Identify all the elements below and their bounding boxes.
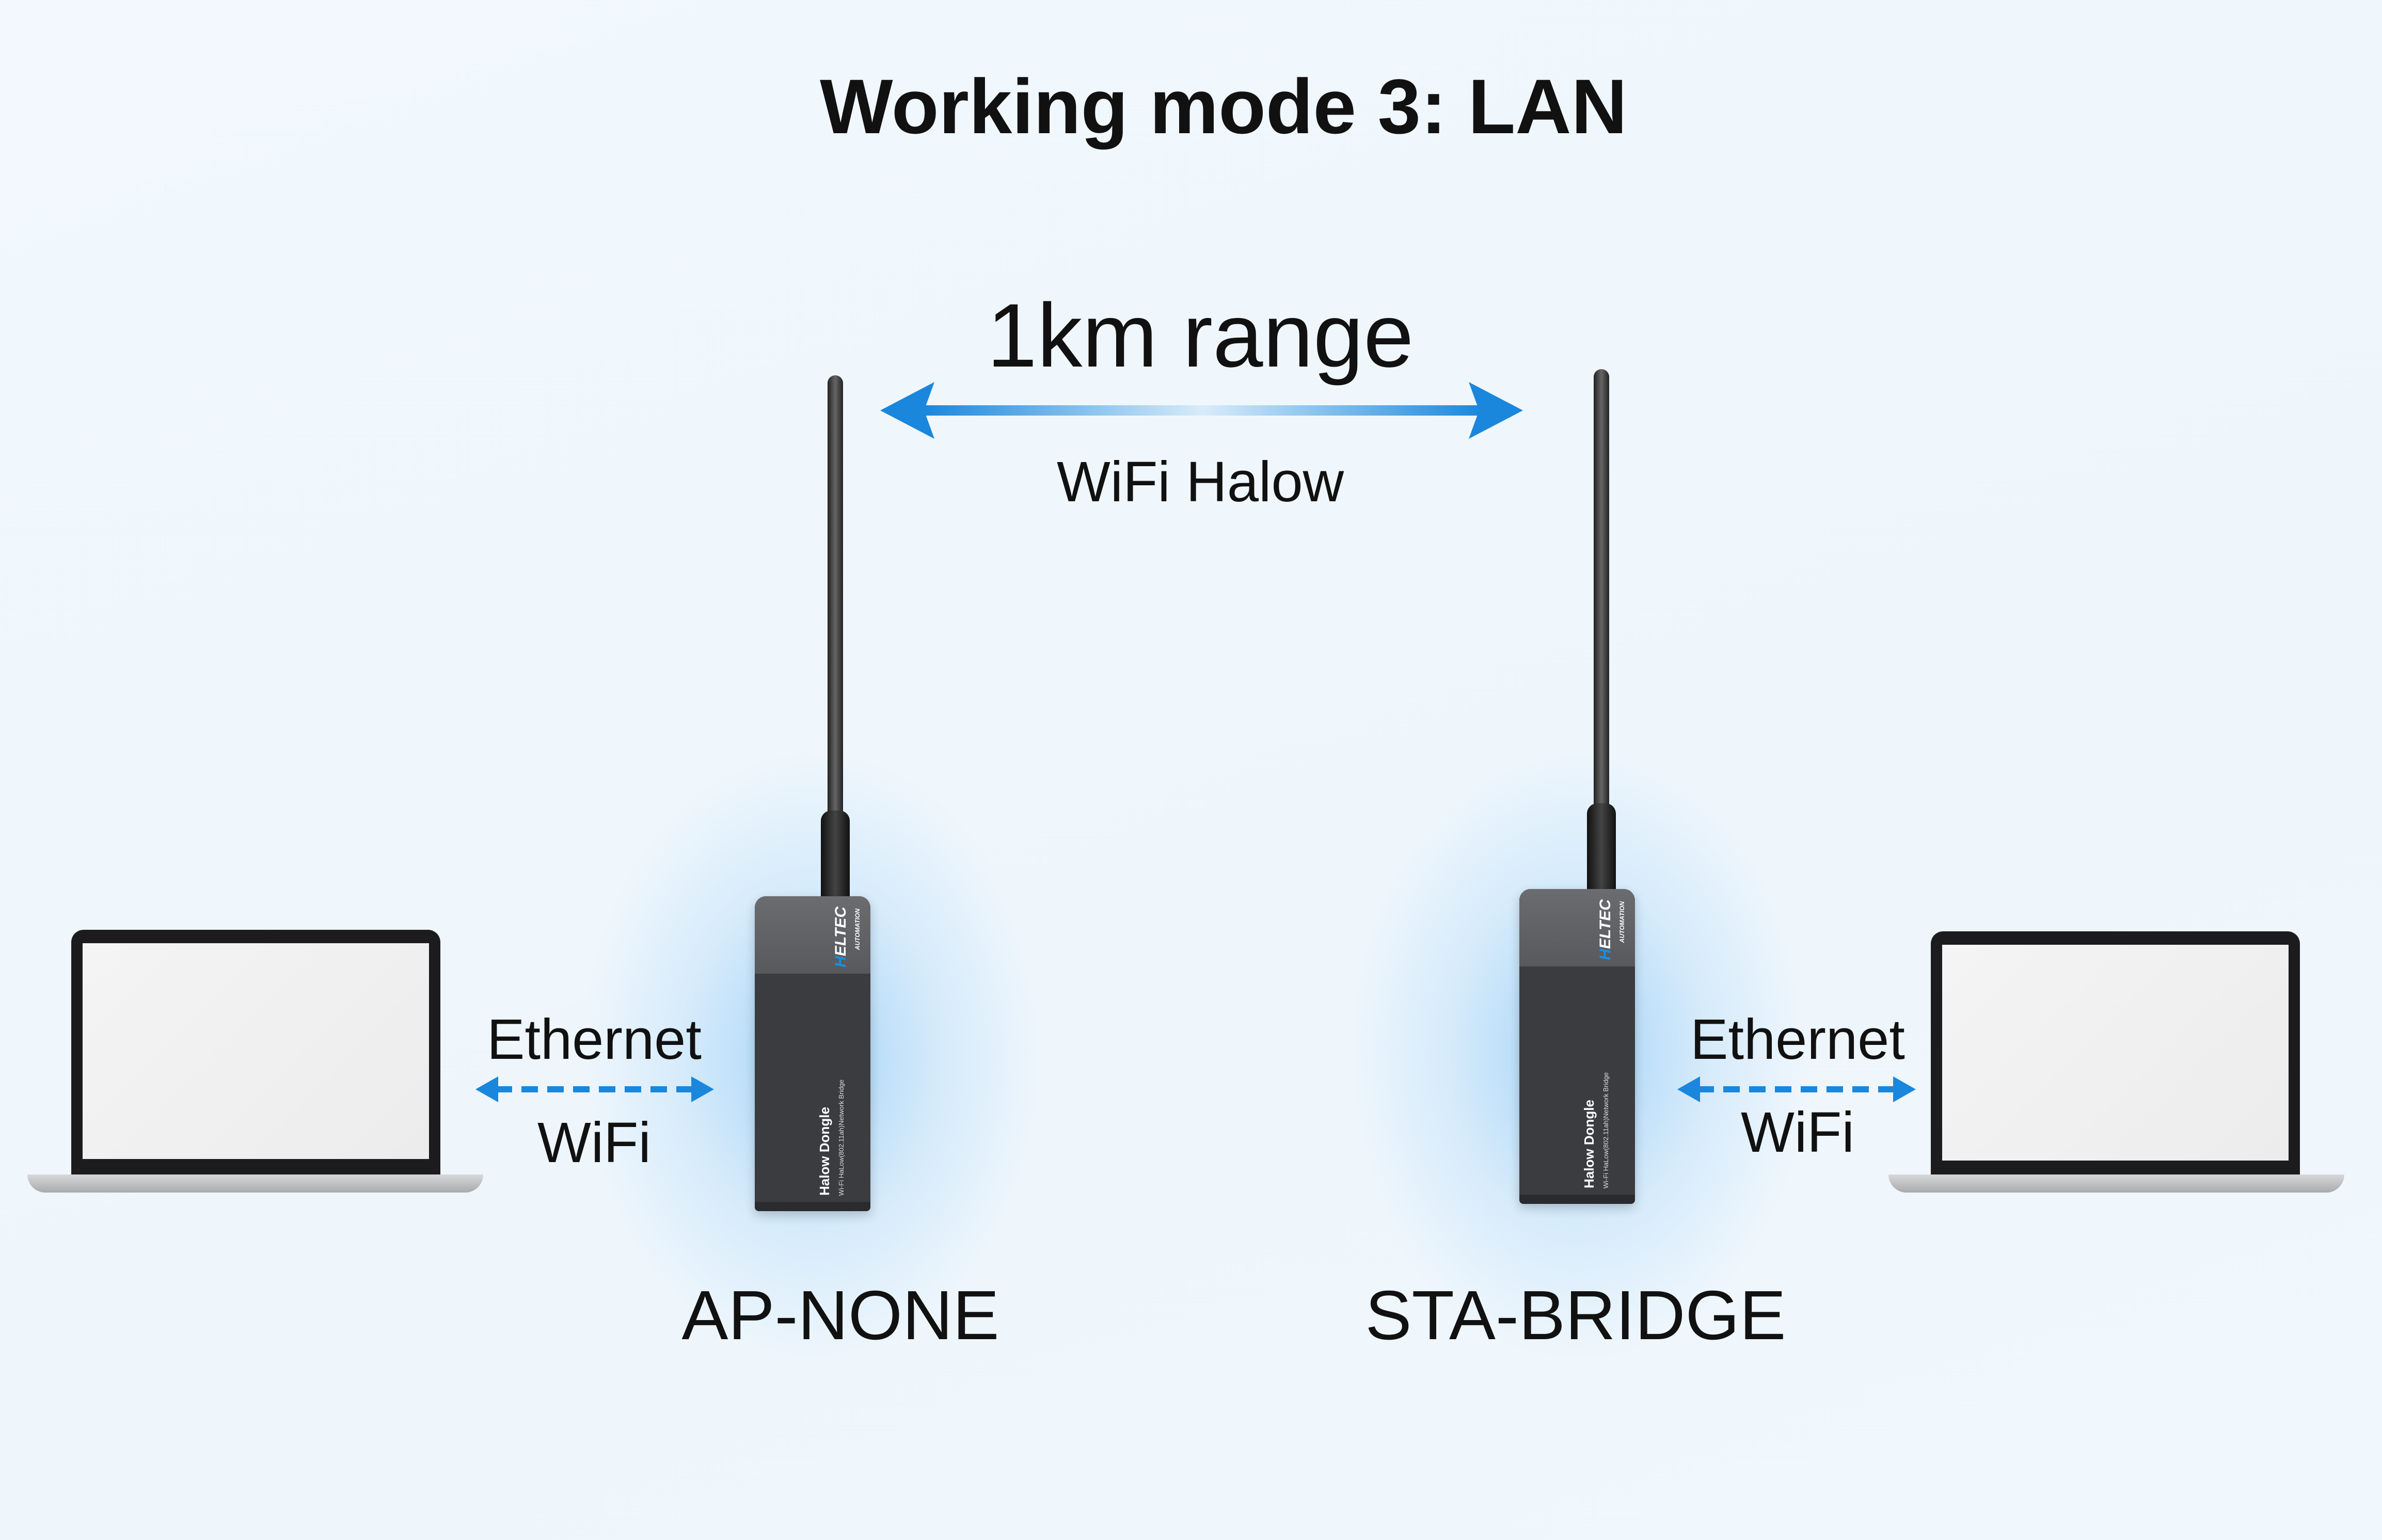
right-ethernet-arrow xyxy=(1677,1076,1916,1102)
right-wifi-label: WiFi xyxy=(1741,1101,1854,1164)
range-label: 1km range xyxy=(987,285,1414,386)
protocol-label: WiFi Halow xyxy=(1056,450,1344,514)
right-mode-label: STA-BRIDGE xyxy=(1365,1276,1786,1354)
page-title: Working mode 3: LAN xyxy=(820,63,1627,150)
right-antenna-base xyxy=(1587,803,1616,891)
left-mode-label: AP-NONE xyxy=(681,1276,999,1354)
left-antenna-base xyxy=(821,811,850,898)
halow-link-arrow xyxy=(880,382,1523,439)
left-dongle: HELTEC AUTOMATION Halow Dongle Wi-Fi HaL… xyxy=(755,896,870,1211)
left-ethernet-label: Ethernet xyxy=(487,1008,702,1071)
left-antenna xyxy=(828,375,843,819)
right-dongle: HELTEC AUTOMATION Halow Dongle Wi-Fi HaL… xyxy=(1519,889,1635,1204)
right-antenna xyxy=(1594,369,1609,813)
left-wifi-label: WiFi xyxy=(537,1111,651,1174)
right-ethernet-label: Ethernet xyxy=(1690,1008,1905,1071)
left-ethernet-arrow xyxy=(475,1076,714,1102)
